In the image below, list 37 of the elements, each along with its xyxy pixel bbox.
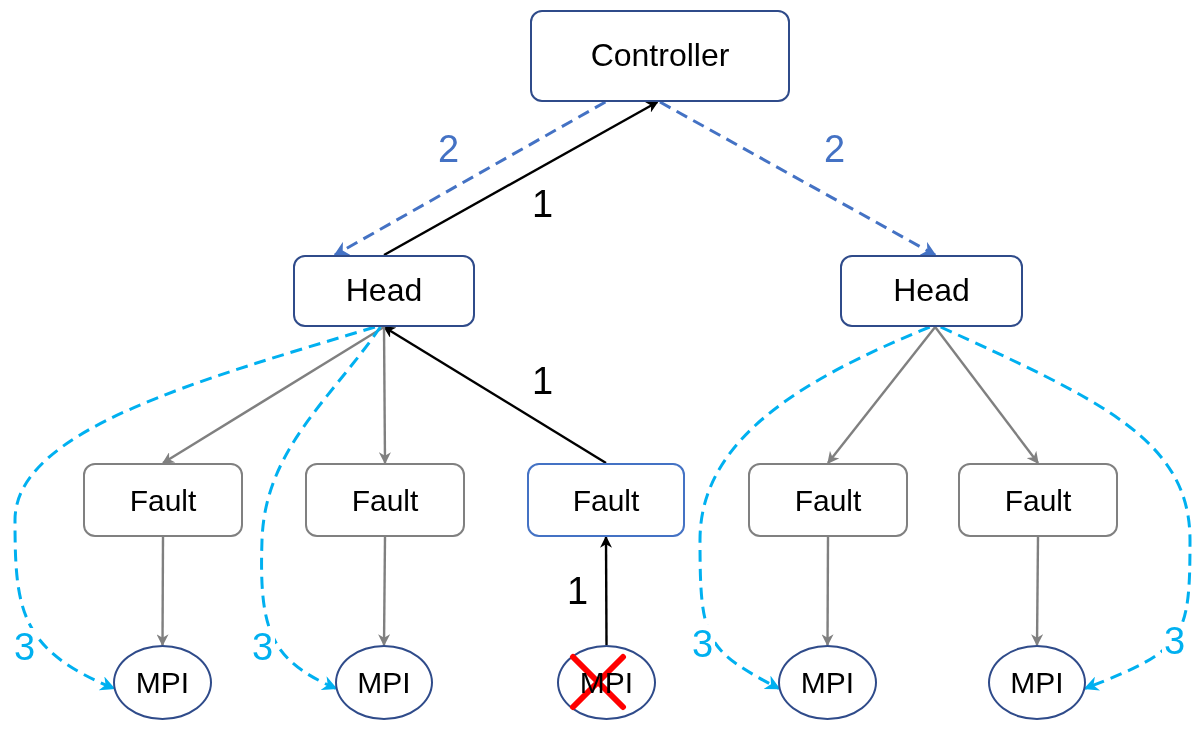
- arrow: [378, 327, 391, 465]
- arrow: [821, 537, 834, 647]
- node-label: MPI: [1010, 666, 1064, 699]
- arrow: [378, 537, 391, 647]
- node-label: MPI: [800, 666, 855, 699]
- arrow: [333, 100, 607, 257]
- process-box: [840, 255, 1023, 327]
- node-label: Controller: [590, 38, 730, 74]
- process-box: [958, 463, 1118, 537]
- process-box: [748, 463, 908, 537]
- process-box: [527, 463, 685, 537]
- node-label: MPI: [135, 666, 190, 699]
- node-label: Fault: [1004, 483, 1072, 517]
- process-box: [293, 255, 475, 327]
- process-box: [530, 10, 790, 102]
- arrow: [827, 326, 937, 464]
- arrow: [1031, 537, 1044, 647]
- node-label: Fault: [572, 483, 640, 517]
- arrow: [383, 100, 659, 257]
- curved-arrow: [940, 325, 1192, 691]
- arrow: [156, 537, 169, 647]
- node-label: Head: [345, 273, 423, 309]
- arrow: [162, 325, 385, 465]
- node-label: Fault: [129, 483, 197, 517]
- node-label: Fault: [794, 483, 862, 517]
- curved-arrow: [13, 325, 376, 690]
- arrow: [659, 100, 937, 257]
- curved-arrow: [698, 325, 931, 690]
- node-label: Head: [893, 273, 970, 309]
- node-label: MPI: [357, 666, 411, 699]
- arrow: [934, 326, 1039, 464]
- node-label: Fault: [351, 483, 419, 517]
- arrow: [600, 535, 613, 645]
- process-box: [83, 463, 243, 537]
- curved-arrow: [260, 326, 382, 690]
- arrow: [383, 325, 607, 465]
- process-box: [305, 463, 465, 537]
